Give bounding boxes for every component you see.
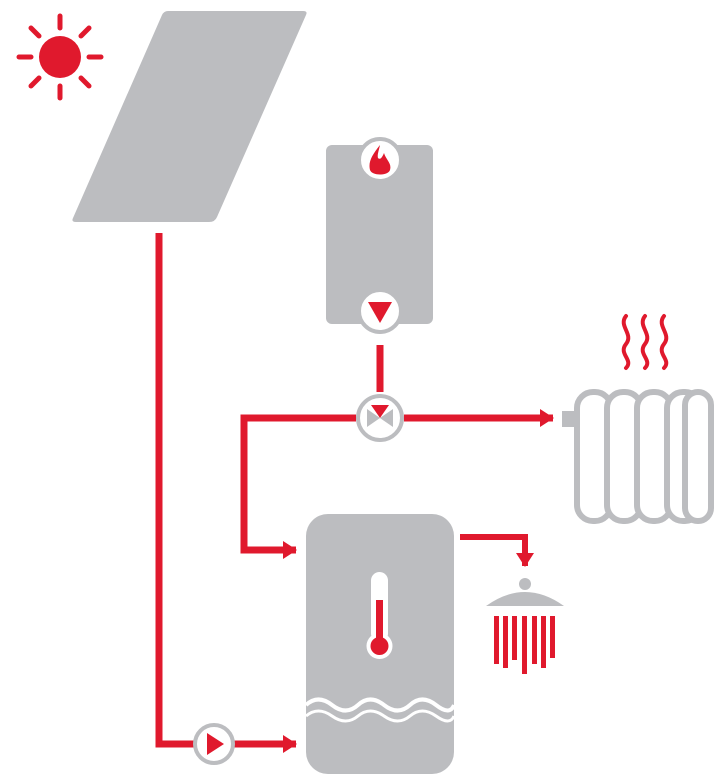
hot-water-tank-icon — [304, 514, 456, 774]
solar-loop-pipe — [155, 233, 297, 753]
flame-icon — [357, 137, 403, 183]
heating-circuit-pipe — [240, 409, 554, 559]
thermometer-icon — [366, 572, 393, 659]
shower-icon — [486, 578, 564, 674]
three-way-valve-icon — [356, 394, 404, 442]
heat-waves-icon — [621, 314, 669, 370]
sun-icon — [16, 13, 104, 101]
triangle-down-icon — [357, 288, 403, 334]
circulation-pump-icon — [193, 723, 235, 765]
radiator-icon — [562, 389, 714, 524]
boiler-icon — [326, 137, 433, 334]
solar-collector-icon — [72, 11, 307, 222]
hot-water-pipe — [460, 534, 534, 567]
water-waves-icon — [304, 697, 456, 713]
